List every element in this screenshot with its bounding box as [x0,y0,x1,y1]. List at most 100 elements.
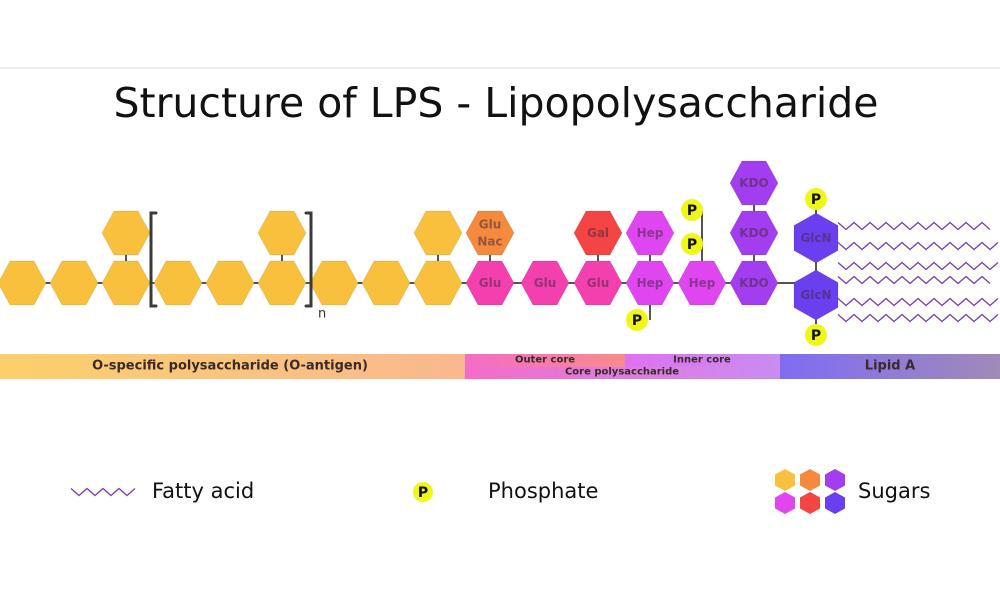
lipid-a-label: Lipid A [865,359,915,374]
fatty-acid-chain [837,313,999,323]
fatty-acid-icon [70,487,136,497]
phosphate: P [805,324,827,346]
o-antigen-sugar-shape [49,260,99,306]
phosphate-icon-label: P [418,485,428,501]
glunac-sugar-shape [465,210,515,256]
gal-sugar-label: Gal [587,226,609,240]
glu-sugar-label: Glu [479,276,502,290]
phosphate: P [626,309,648,331]
o-antigen-sugar [257,260,307,306]
glcn-sugar-label: GlcN [800,288,831,302]
o-antigen-sugar [309,260,359,306]
o-antigen-sugar-shape [205,260,255,306]
phosphate-label: P [687,203,697,219]
fatty-acid-chain [837,221,991,231]
glcn-sugar: GlcN [793,269,839,321]
kdo-sugar: KDO [729,260,779,306]
inner-core-region [625,354,780,367]
legend-phosphate-label: Phosphate [488,479,598,503]
o-antigen-sugar-shape [153,260,203,306]
core-label: Core polysaccharide [565,367,679,378]
fatty-acid-chain [837,261,999,271]
o-antigen-sugar-shape [413,260,463,306]
legend: Fatty acid P Phosphate Sugars [70,469,930,514]
lipid-a-region [780,354,1000,379]
outer-core-region [465,354,625,367]
fatty-acid-chain [837,241,999,251]
kdo-sugar-shape [729,260,779,306]
repeat-count-label: n [318,307,326,322]
hep-sugar: Hep [677,260,727,306]
hep-sugar: Hep [625,260,675,306]
glu-sugar: Glu [520,260,570,306]
legend-sugar-swatch [800,469,820,491]
o-antigen-sugar [49,260,99,306]
o-antigen-sugar-shape [361,260,411,306]
legend-fatty-acid-label: Fatty acid [152,479,254,503]
glu-sugar-label: Glu [534,276,557,290]
phosphate: P [681,199,703,221]
glcn-sugar-label: GlcN [800,231,831,245]
core-region [465,367,780,379]
fatty-acid-chain [837,275,991,285]
o-antigen-sugar [205,260,255,306]
legend-sugar-swatch [800,492,820,514]
hep-sugar-shape [625,210,675,256]
kdo-sugar-shape [729,160,779,206]
o-antigen-branch-sugar-shape [257,210,307,256]
glu-sugar-shape [573,260,623,306]
inner-core-label: Inner core [673,355,731,366]
sugars-icon [775,469,845,514]
kdo-sugar: KDO [729,160,779,206]
hep-sugar-label: Hep [637,276,664,290]
fatty-acid-chain [837,297,999,307]
hep-sugar: Hep [625,210,675,256]
phosphate-label: P [632,313,642,329]
phosphate-label: P [811,328,821,344]
gal-sugar-shape [573,210,623,256]
hep-sugar-shape [625,260,675,306]
o-antigen-sugar [153,260,203,306]
legend-sugar-swatch [775,492,795,514]
glu-sugar-shape [520,260,570,306]
o-antigen-sugar-shape [257,260,307,306]
o-antigen-branch-sugar [101,210,151,256]
phosphate-groups: P P P P P [626,188,827,346]
hep-sugar-label: Hep [689,276,716,290]
glu-sugar-label: Glu [587,276,610,290]
hep-sugar-shape [677,260,727,306]
phosphate-icon [413,482,433,502]
phosphate-label: P [687,237,697,253]
phosphate: P [681,233,703,255]
glu-sugar-shape [465,260,515,306]
o-antigen-branch-sugar [413,210,463,256]
o-antigen-sugar-shape [0,260,47,306]
legend-sugar-swatch [825,469,845,491]
o-antigen-region [0,354,465,379]
glcn-sugar-shape [793,269,839,321]
kdo-sugar-label: KDO [739,176,768,190]
o-antigen-branch-sugar [257,210,307,256]
glcn-sugar: GlcN [793,212,839,264]
phosphate-label: P [811,192,821,208]
fatty-acid-chains [837,221,999,323]
gal-sugar: Gal [573,210,623,256]
kdo-sugar-label: KDO [739,276,768,290]
repeat-bracket-left [149,211,158,308]
o-antigen-label: O-specific polysaccharide (O-antigen) [92,359,368,374]
o-antigen-sugar [0,260,47,306]
page-title: Structure of LPS - Lipopolysaccharide [113,79,878,127]
glu-sugar: Glu [465,260,515,306]
glu-sugar: Glu [573,260,623,306]
phosphate: P [805,188,827,210]
o-antigen-sugar [361,260,411,306]
o-antigen-sugar [101,260,151,306]
outer-core-label: Outer core [515,355,575,366]
o-antigen-branch-sugar-shape [101,210,151,256]
glcn-sugar-shape [793,212,839,264]
legend-sugar-swatch [775,469,795,491]
hep-sugar-label: Hep [637,226,664,240]
